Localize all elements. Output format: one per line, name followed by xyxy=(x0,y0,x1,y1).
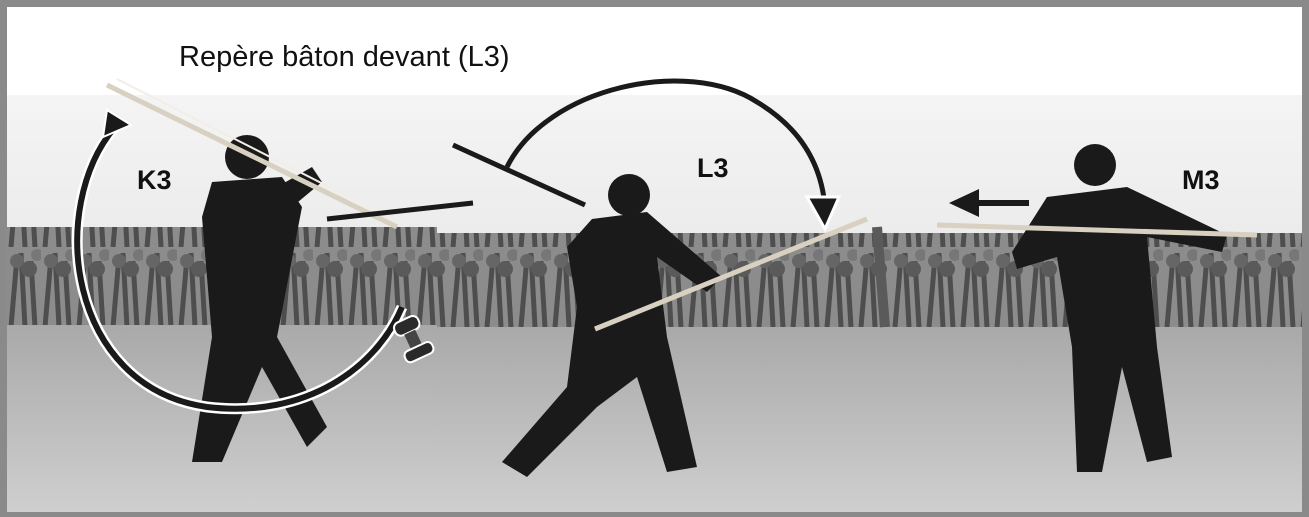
label-m3: M3 xyxy=(1182,165,1220,196)
photo-strip xyxy=(7,7,1302,512)
page-title: Repère bâton devant (L3) xyxy=(179,41,510,74)
label-k3: K3 xyxy=(137,165,172,196)
label-l3: L3 xyxy=(697,153,729,184)
